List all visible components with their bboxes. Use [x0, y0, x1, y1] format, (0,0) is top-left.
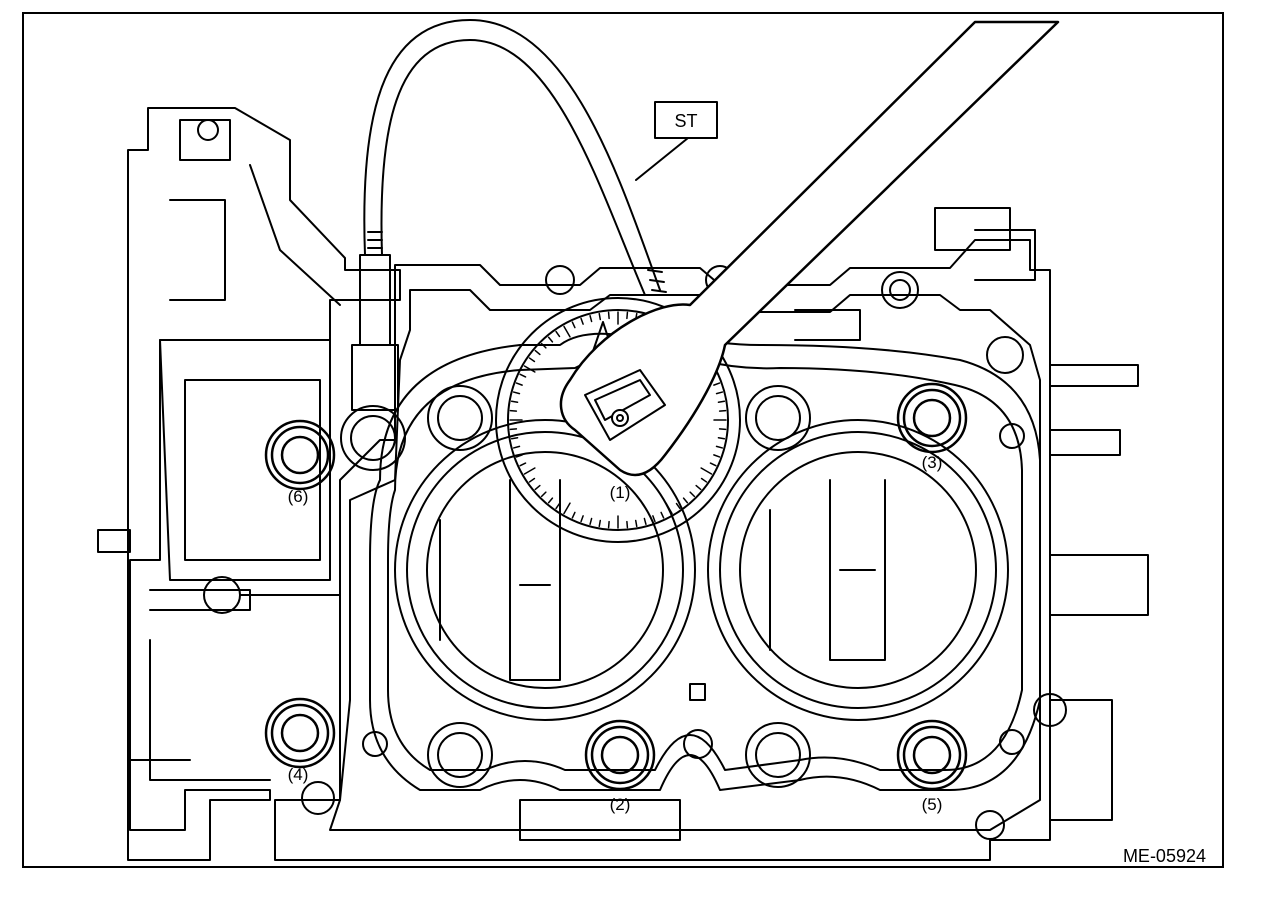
- dial-tick: [626, 520, 629, 529]
- dial-tick: [510, 400, 519, 404]
- dial-tick: [580, 317, 584, 325]
- socket-head: [584, 369, 666, 441]
- gauge-stand: [340, 254, 406, 471]
- bolt-label-5: (5): [922, 795, 943, 814]
- head-bolt-5: [896, 719, 968, 791]
- dial-tick: [713, 382, 721, 386]
- dial-tick: [598, 312, 602, 321]
- dial-tick: [675, 502, 681, 510]
- head-bolt-6: [264, 419, 336, 491]
- head-bolt-2: [584, 719, 656, 791]
- dial-tick: [512, 445, 521, 449]
- dial-tick: [607, 311, 610, 320]
- dial-tick: [540, 491, 547, 498]
- st-label: ST: [674, 111, 697, 131]
- dial-tick: [652, 515, 656, 523]
- dial-tick: [634, 519, 638, 528]
- dial-tick: [528, 357, 536, 363]
- dial-tick: [718, 428, 727, 431]
- dial-tick: [695, 484, 702, 491]
- figure-frame: [22, 12, 1224, 868]
- bolt-label-4: (4): [288, 765, 309, 784]
- dial-tick: [709, 462, 717, 467]
- dial-tick: [540, 342, 547, 349]
- dial-tick: [534, 484, 541, 491]
- st-label-box: [654, 101, 718, 139]
- angle-gauge-cable: [363, 19, 667, 296]
- dial-tick: [528, 477, 536, 483]
- dial-tick: [700, 467, 713, 475]
- cylinder-bore-right: [707, 419, 1009, 721]
- bolt-boss-unnumbered: [427, 385, 811, 788]
- left-crankcase-half: [97, 107, 401, 861]
- dial-tick: [718, 409, 727, 412]
- dial-tick: [547, 497, 554, 504]
- dial-tick: [715, 391, 724, 395]
- dial-tick: [509, 428, 518, 431]
- dial-tick: [555, 330, 561, 338]
- dial-tick: [589, 517, 593, 526]
- dial-tick: [563, 325, 571, 338]
- dial-tick: [682, 497, 689, 504]
- bolt-label-3: (3): [922, 453, 943, 472]
- dial-tick: [589, 314, 593, 323]
- dial-tick: [547, 336, 554, 343]
- dial-tick: [519, 373, 527, 378]
- dial-tick: [665, 502, 673, 515]
- dial-tick: [571, 321, 576, 329]
- figure-id: ME-05924: [1122, 846, 1206, 866]
- dial-tick: [512, 391, 521, 395]
- dial-tick: [580, 515, 584, 523]
- dial-tick: [515, 454, 523, 458]
- dial-tick: [563, 502, 571, 515]
- bolt-label-1: (1): [610, 483, 631, 502]
- bolt-label-6: (6): [288, 487, 309, 506]
- dial-tick: [519, 462, 527, 467]
- head-bolt-3: [896, 382, 968, 454]
- dial-tick: [598, 519, 602, 528]
- dial-tick: [626, 311, 629, 320]
- dial-tick: [523, 467, 536, 475]
- dial-tick: [555, 502, 561, 510]
- dial-tick: [660, 511, 665, 519]
- wrench: [559, 20, 1060, 477]
- dial-tick: [689, 491, 696, 498]
- dial-tick: [717, 400, 726, 404]
- dial-tick: [717, 436, 726, 440]
- head-bolt-4: [264, 697, 336, 769]
- bolt-label-2: (2): [610, 795, 631, 814]
- dial-tick: [607, 520, 610, 529]
- dial-tick: [523, 365, 536, 373]
- st-leader-line: [635, 137, 689, 181]
- dial-tick: [510, 436, 519, 440]
- dial-tick: [515, 382, 523, 386]
- dial-tick: [534, 349, 541, 356]
- dial-tick: [700, 477, 708, 483]
- dial-tick: [643, 517, 647, 526]
- dial-tick: [713, 454, 721, 458]
- dial-tick: [509, 409, 518, 412]
- dial-tick: [715, 445, 724, 449]
- cylinder-bore-left: [394, 419, 696, 721]
- dial-tick: [571, 511, 576, 519]
